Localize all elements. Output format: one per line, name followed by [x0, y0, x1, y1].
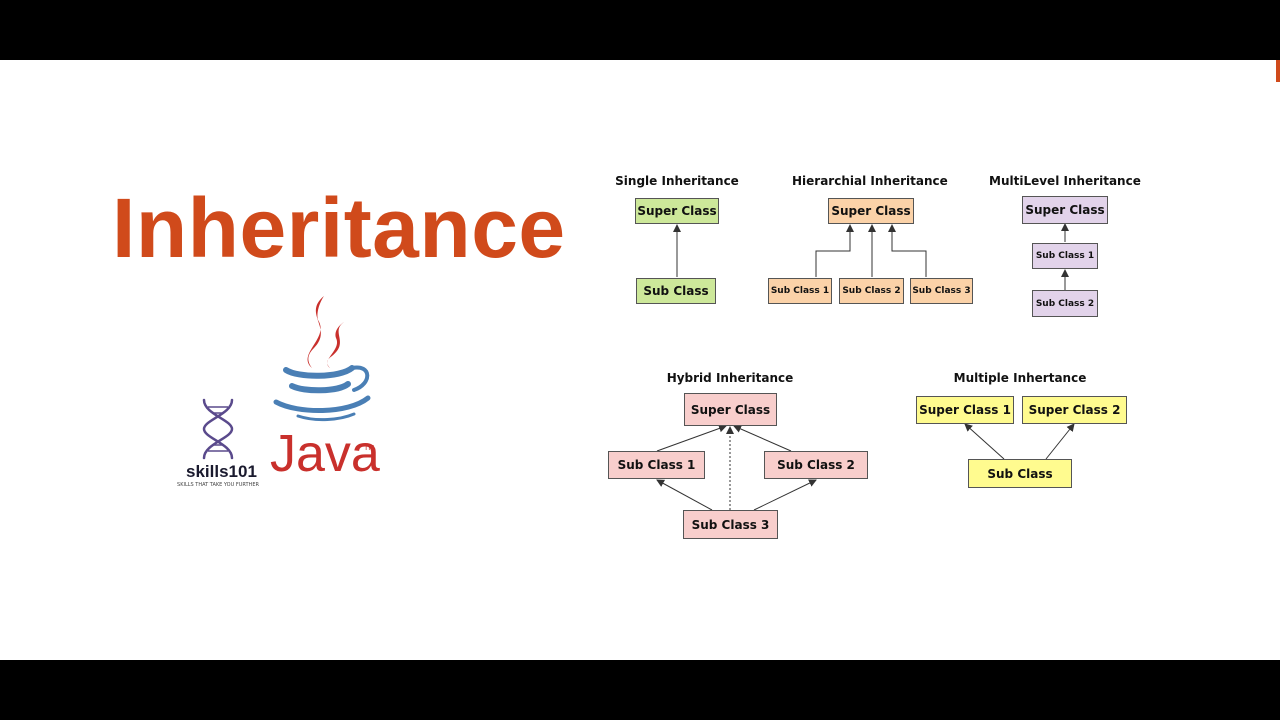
skills101-logo: skills101 SKILLS THAT TAKE YOU FURTHER: [168, 398, 268, 488]
single-sub-class: Sub Class: [636, 278, 716, 304]
hierarchical-sub-class-1: Sub Class 1: [768, 278, 832, 304]
hybrid-arrow-3: [656, 479, 713, 511]
java-wordmark: Java: [270, 425, 380, 483]
hybrid-sub-class-1: Sub Class 1: [608, 451, 705, 479]
multiple-super-class-2: Super Class 2: [1022, 396, 1127, 424]
hierarchical-sub-class-3: Sub Class 3: [910, 278, 973, 304]
hierarchical-sub-class-2: Sub Class 2: [839, 278, 904, 304]
single-super-class: Super Class: [635, 198, 719, 224]
multilevel-sub-class-1: Sub Class 1: [1032, 243, 1098, 269]
hierarchical-inheritance-title: Hierarchial Inheritance: [792, 174, 948, 188]
multilevel-inheritance-title: MultiLevel Inheritance: [989, 174, 1141, 188]
dna-icon: [202, 398, 234, 460]
letterbox-bottom: [0, 660, 1280, 720]
hierarchical-super-class: Super Class: [828, 198, 914, 224]
hybrid-inheritance-title: Hybrid Inheritance: [666, 371, 794, 385]
letterbox-top: [0, 0, 1280, 60]
multiple-inheritance-title: Multiple Inhertance: [953, 371, 1087, 385]
slide-edge-mark: [1276, 60, 1280, 82]
connectors-layer: [656, 223, 1075, 511]
hybrid-sub-class-2: Sub Class 2: [764, 451, 868, 479]
single-inheritance-title: Single Inheritance: [615, 174, 739, 188]
hybrid-arrow-2: [733, 425, 792, 452]
skills101-wordmark: skills101: [186, 462, 257, 481]
hybrid-arrow-1: [656, 424, 727, 452]
hybrid-sub-class-3: Sub Class 3: [683, 510, 778, 539]
hierarchical-arrow-3: [888, 224, 927, 277]
skills101-tagline: SKILLS THAT TAKE YOU FURTHER: [177, 482, 259, 488]
main-title: Inheritance: [112, 181, 566, 275]
java-cup-icon: [273, 296, 371, 422]
multiple-sub-class: Sub Class: [968, 459, 1072, 488]
multiple-super-class-1: Super Class 1: [916, 396, 1014, 424]
multilevel-super-class: Super Class: [1022, 196, 1108, 224]
hybrid-arrow-4: [753, 479, 817, 511]
multiple-arrow-1: [964, 423, 1005, 460]
multilevel-sub-class-2: Sub Class 2: [1032, 290, 1098, 317]
multiple-arrow-2: [1045, 423, 1075, 460]
slide: Inheritance skills101 SKILLS THAT TAKE Y…: [0, 60, 1280, 660]
hierarchical-arrow-1: [815, 224, 854, 277]
hybrid-super-class: Super Class: [684, 393, 777, 426]
java-trademark: TM: [364, 444, 375, 452]
java-logo: Java TM: [268, 292, 380, 492]
